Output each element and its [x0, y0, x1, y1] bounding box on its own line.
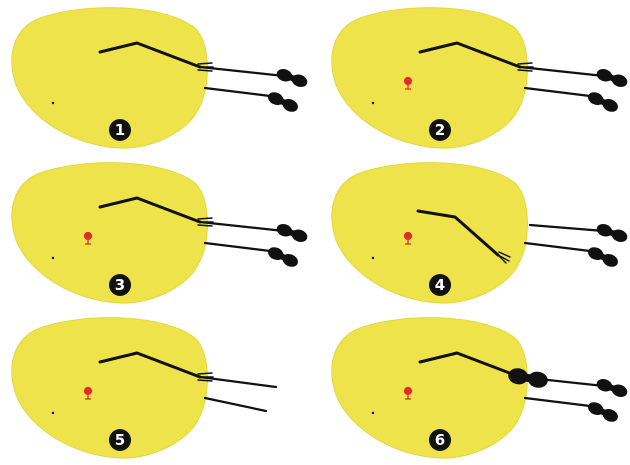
target-marker-icon	[403, 76, 413, 90]
svg-text:6: 6	[435, 431, 445, 449]
puncture-mark	[51, 256, 55, 260]
step-panel-4: 4	[320, 155, 630, 310]
lower-handle	[588, 247, 618, 267]
step-number-badge: 2	[429, 119, 451, 141]
organ-blob	[331, 7, 528, 149]
organ-blob	[11, 7, 208, 149]
step-illustration: 5	[11, 317, 278, 459]
lower-instrument	[523, 241, 592, 253]
lower-instrument	[523, 86, 592, 98]
target-marker-icon	[83, 386, 93, 400]
svg-text:3: 3	[115, 276, 125, 294]
step-illustration: 3	[11, 162, 308, 304]
step-illustration: 4	[331, 162, 628, 304]
step-illustration: 1	[11, 7, 308, 149]
upper-instrument-bent	[416, 209, 606, 264]
lower-handle	[268, 92, 298, 112]
step-number-badge: 1	[109, 119, 131, 141]
puncture-mark	[51, 411, 55, 415]
step-number-badge: 4	[429, 274, 451, 296]
lower-handle	[268, 247, 298, 267]
target-marker-icon	[403, 231, 413, 245]
target-marker-icon	[83, 231, 93, 245]
puncture-mark	[51, 101, 55, 105]
organ-blob	[331, 162, 528, 304]
svg-text:5: 5	[115, 431, 125, 449]
lower-handle	[588, 92, 618, 112]
puncture-mark	[371, 256, 375, 260]
upper-handle	[276, 223, 308, 243]
svg-text:2: 2	[435, 121, 445, 139]
upper-instrument	[98, 196, 286, 233]
step-illustration: 2	[331, 7, 628, 149]
step-panel-2: 2	[320, 0, 630, 155]
lower-instrument	[203, 241, 272, 253]
lower-instrument	[523, 396, 592, 408]
lower-instrument	[203, 86, 272, 98]
step-number-badge: 6	[429, 429, 451, 451]
upper-handle	[596, 68, 628, 88]
step-number-badge: 3	[109, 274, 131, 296]
puncture-mark	[371, 101, 375, 105]
step-panel-6: 6	[320, 310, 630, 465]
upper-handle	[596, 378, 628, 398]
upper-handle	[276, 68, 308, 88]
puncture-mark	[371, 411, 375, 415]
upper-instrument	[418, 41, 606, 78]
step-number-badge: 5	[109, 429, 131, 451]
organ-blob	[11, 162, 208, 304]
lower-handle	[588, 402, 618, 422]
step-panel-1: 1	[0, 0, 315, 155]
step-panel-5: 5	[0, 310, 315, 465]
svg-text:1: 1	[115, 121, 125, 139]
upper-instrument	[98, 351, 278, 389]
upper-handle	[596, 223, 628, 243]
advanced-handle	[508, 368, 548, 388]
target-marker-icon	[403, 386, 413, 400]
upper-instrument	[98, 41, 286, 78]
organ-blob	[331, 317, 528, 459]
step-illustration: 6	[331, 317, 628, 459]
lower-instrument	[203, 396, 268, 413]
step-panel-3: 3	[0, 155, 315, 310]
organ-blob	[11, 317, 208, 459]
svg-text:4: 4	[435, 276, 445, 294]
